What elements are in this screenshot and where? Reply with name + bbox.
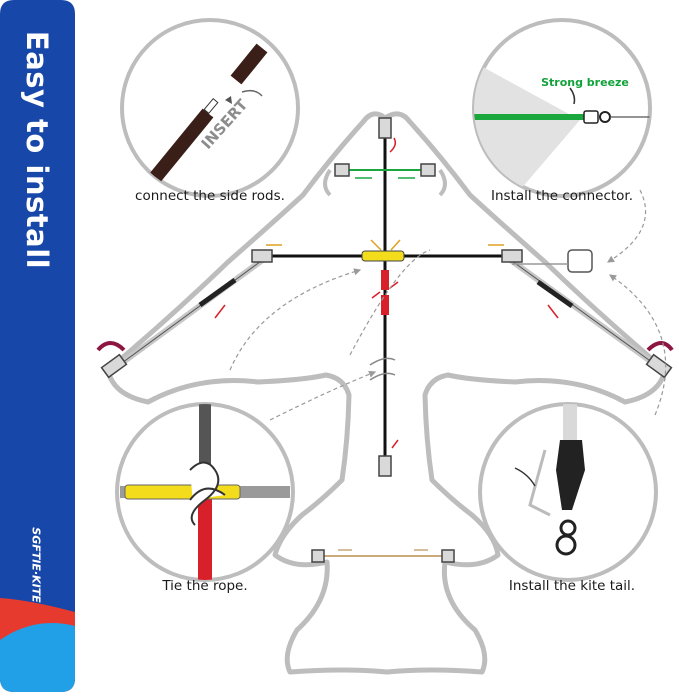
rod-socket bbox=[230, 43, 268, 85]
head-right-cap bbox=[420, 163, 436, 177]
head-left-cap bbox=[334, 163, 350, 177]
kite-frame bbox=[100, 117, 673, 563]
spine-bottom-cap bbox=[378, 455, 392, 477]
cross-segment-yellow bbox=[124, 484, 241, 500]
leader-lines bbox=[229, 189, 667, 421]
right-rod-joint bbox=[536, 279, 574, 309]
step-connector: Strong breeze Install the connector. bbox=[472, 18, 652, 204]
connector-clip bbox=[567, 249, 593, 273]
side-rods-caption: connect the side rods. bbox=[135, 188, 285, 204]
tow-knot bbox=[369, 357, 396, 381]
banner-shape bbox=[0, 0, 75, 692]
assembly-arrows bbox=[96, 137, 674, 551]
rope-caption: Tie the rope. bbox=[161, 578, 247, 594]
kite-outline bbox=[105, 111, 668, 675]
cross-left-cap bbox=[251, 249, 273, 263]
right-side-cap bbox=[645, 353, 673, 379]
snap-swivel bbox=[556, 440, 585, 510]
spine-red-joint-2 bbox=[381, 295, 389, 315]
banner-blue-wave bbox=[0, 623, 75, 692]
spine-top-cap bbox=[378, 117, 392, 139]
rope-knot bbox=[189, 461, 226, 526]
left-rod-joint bbox=[198, 277, 237, 308]
step-tail: Install the kite tail. bbox=[478, 402, 658, 594]
right-rotate-arrow bbox=[646, 341, 674, 352]
step-side-rods: INSERT connect the side rods. bbox=[120, 18, 300, 204]
spine-red-joint-1 bbox=[381, 270, 389, 290]
kite-sail-outline bbox=[105, 111, 668, 675]
kite-head-curves bbox=[323, 168, 447, 197]
left-rotate-arrow bbox=[96, 341, 126, 352]
left-side-cap bbox=[100, 353, 128, 379]
side-banner: Easy to install SGFTIE·KITE bbox=[0, 0, 75, 692]
tail-right-cap bbox=[441, 549, 455, 563]
tail-left-cap bbox=[311, 549, 325, 563]
cross-right-cap bbox=[501, 249, 523, 263]
connector-caption: Install the connector. bbox=[491, 188, 633, 204]
center-yellow-joint bbox=[361, 250, 405, 262]
strong-breeze-label: Strong breeze bbox=[541, 76, 629, 89]
step-rope: Tie the rope. bbox=[115, 402, 295, 594]
tail-caption: Install the kite tail. bbox=[509, 578, 635, 594]
sail-area bbox=[474, 60, 580, 190]
